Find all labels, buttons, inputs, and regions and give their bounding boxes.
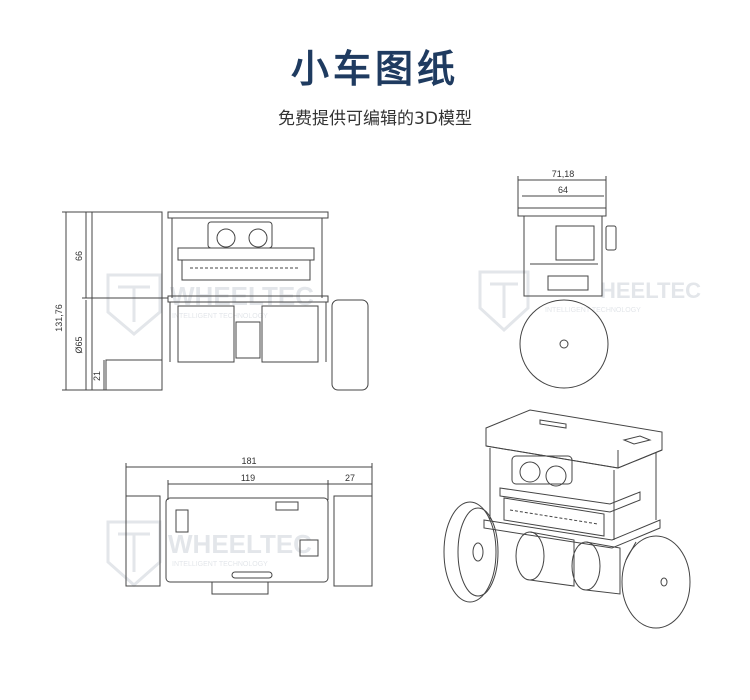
iso-wheel-left xyxy=(443,501,497,603)
page-subtitle: 免费提供可编辑的3D模型 xyxy=(278,109,472,129)
dim-top-total-length: 181 xyxy=(241,456,256,466)
watermark-bottom xyxy=(106,520,162,588)
isometric-view xyxy=(443,409,691,629)
watermark-brand-right: HEELTEC xyxy=(600,278,701,303)
side-control-board xyxy=(177,247,315,261)
watermark-tagline-bottom: INTELLIGENT TECHNOLOGY xyxy=(172,561,268,568)
front-view xyxy=(517,176,617,389)
side-battery xyxy=(181,259,311,281)
side-front-wheel xyxy=(331,299,369,391)
side-coupler xyxy=(235,321,261,359)
watermark-brand-bottom: WHEELTEC xyxy=(168,529,312,559)
side-motor-left xyxy=(177,305,235,363)
watermark-tagline-left: INTELLIGENT TECHNOLOGY xyxy=(172,313,268,320)
top-wheel-left xyxy=(125,495,161,587)
side-view xyxy=(62,211,369,391)
watermark-right xyxy=(478,270,530,333)
top-view xyxy=(125,463,373,595)
side-rear-wheel-lower xyxy=(105,359,163,391)
page-title: 小车图纸 xyxy=(290,47,459,91)
dim-side-total-height: 131,76 xyxy=(54,304,64,332)
side-sensor-eye-right xyxy=(248,228,268,248)
iso-control-board xyxy=(499,487,641,513)
iso-ultrasonic-sensor xyxy=(511,455,573,485)
dim-side-upper-height: 66 xyxy=(74,251,84,261)
iso-wheel-right xyxy=(621,535,691,629)
iso-motor-right xyxy=(571,541,601,591)
top-wheel-right xyxy=(333,495,373,587)
dim-front-body-width: 64 xyxy=(558,185,568,195)
iso-mid-plate xyxy=(483,519,661,549)
front-body xyxy=(523,215,603,297)
front-wheel xyxy=(519,299,609,389)
side-motor-right xyxy=(261,305,319,363)
side-top-plate xyxy=(167,211,329,219)
dim-top-body-length: 119 xyxy=(241,473,255,483)
iso-battery xyxy=(503,497,605,537)
side-sensor-eye-left xyxy=(216,228,236,248)
front-top-plate xyxy=(517,207,607,217)
dim-side-ground: 21 xyxy=(92,371,102,381)
top-switch xyxy=(299,539,319,557)
side-rear-wheel xyxy=(91,211,163,391)
dim-side-wheel-dia: Ø65 xyxy=(74,336,84,353)
front-sensor-block xyxy=(555,225,595,261)
dim-front-total-width: 71,18 xyxy=(552,169,575,179)
side-mid-plate xyxy=(167,295,329,303)
iso-motor-left xyxy=(515,531,545,581)
dim-top-wheel-width: 27 xyxy=(345,473,355,483)
watermark-left xyxy=(106,273,162,336)
